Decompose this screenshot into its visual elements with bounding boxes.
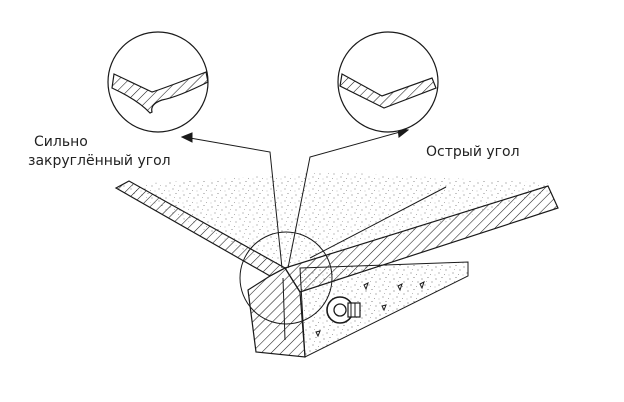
sharp-corner-label: Острый угол (426, 144, 520, 160)
sharp-indicator-line (309, 186, 447, 259)
rounded-corner-label-line2: закруглённый угол (28, 153, 171, 169)
vertical-flange (247, 267, 306, 358)
aggregate-marks (315, 281, 425, 338)
rounded-corner-detail (107, 31, 209, 133)
concrete-surface (120, 172, 548, 268)
bolt-icon (326, 296, 361, 324)
rounded-corner-label: Сильно (34, 134, 88, 150)
leader-lines (180, 127, 410, 269)
magnifier-circle (239, 231, 333, 325)
flange-groove (282, 277, 286, 341)
sharp-corner-detail (337, 31, 439, 133)
